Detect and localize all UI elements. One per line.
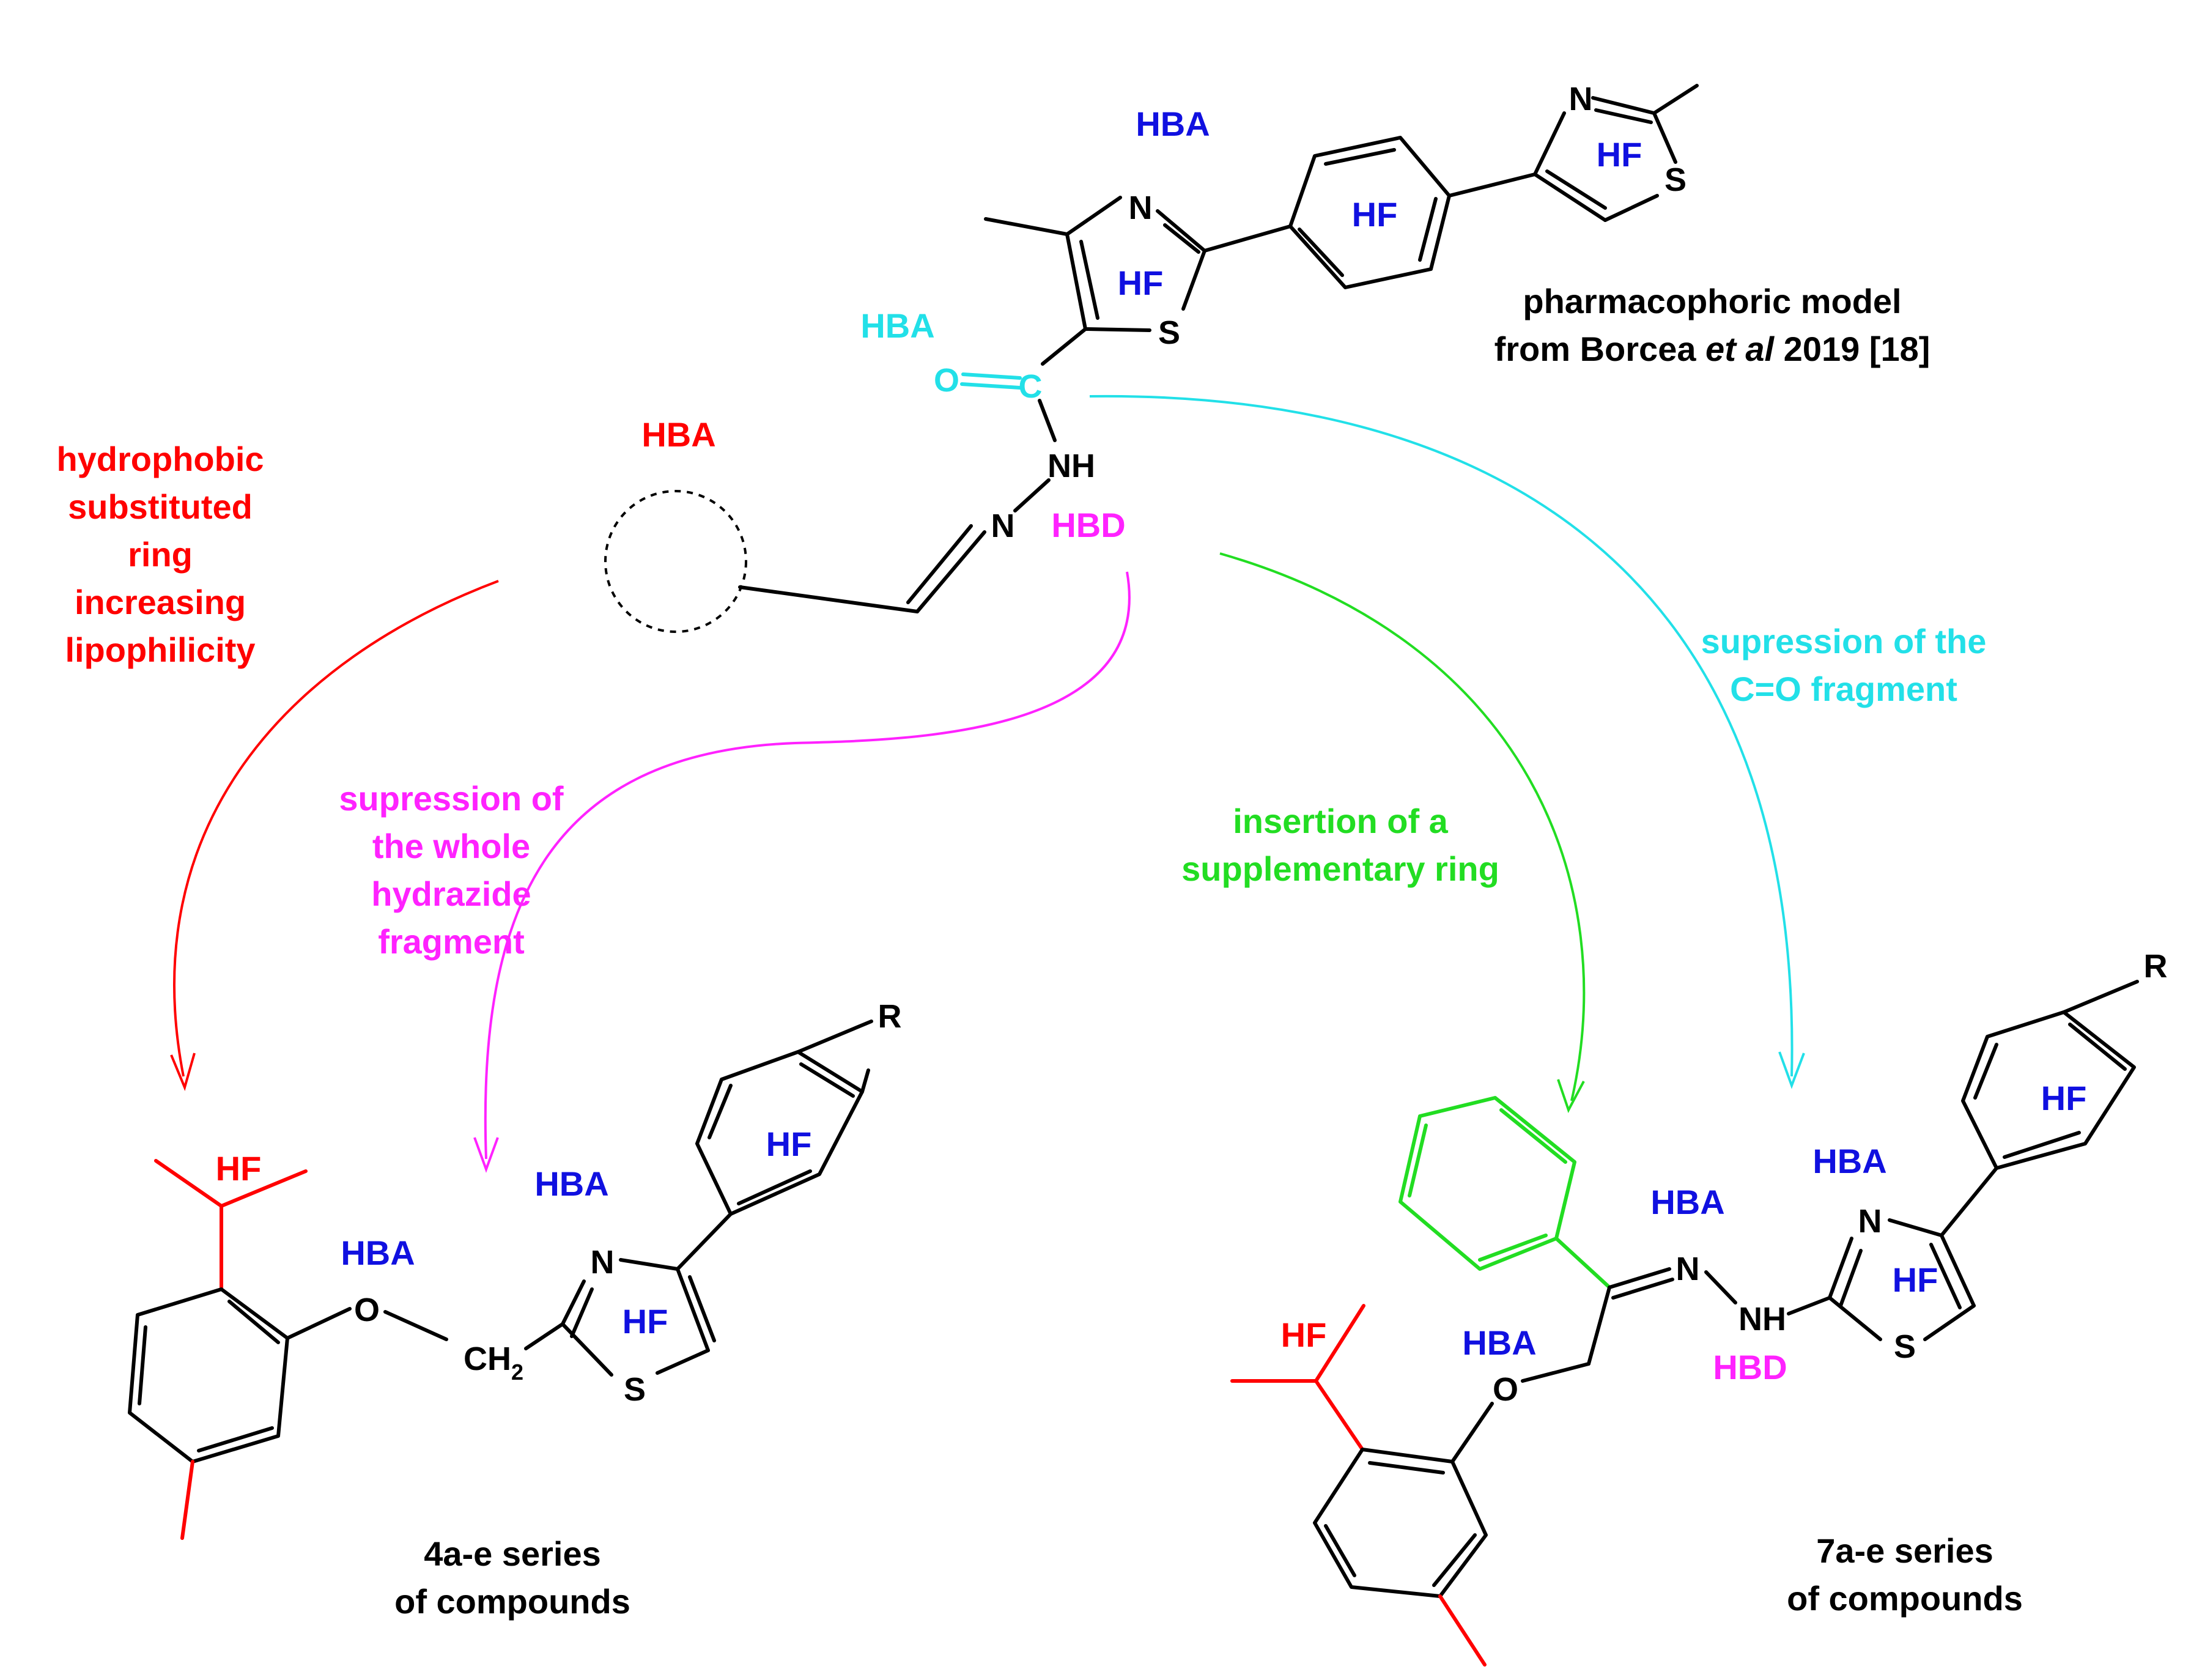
model-hba-ring-label: HBA <box>641 415 715 454</box>
series7-atom-n1: N <box>1676 1251 1700 1287</box>
series4-hba-thiazole-label: HBA <box>534 1164 608 1203</box>
magenta-annotation: supression of the whole hydrazide fragme… <box>339 571 1131 1173</box>
series4-structure: O CH2 N S R HF HF HF HBA HBA 4a-e series… <box>128 998 902 1621</box>
green-arrowhead <box>1557 1079 1585 1114</box>
series7-hf-thiazole-label: HF <box>1893 1260 1938 1299</box>
series4-caption-line1: 4a-e series <box>424 1534 601 1573</box>
model-atom-n2: N <box>1569 81 1593 117</box>
model-atom-nh: NH <box>1047 448 1095 484</box>
magenta-annotation-line-3: hydrazide <box>371 875 531 913</box>
cyan-annotation: supression of the C=O fragment <box>1089 394 1987 1089</box>
model-hf-phenyl-label: HF <box>1352 195 1398 234</box>
series7-structure: N NH N S O R HF HF HF HBA HBA HBA HBD 7a… <box>1230 948 2168 1667</box>
series7-hf-isopropyl-label: HF <box>1281 1316 1327 1354</box>
model-atom-s1: S <box>1158 314 1180 351</box>
cyan-annotation-line-2: C=O fragment <box>1730 670 1957 708</box>
series7-atom-s: S <box>1894 1328 1916 1365</box>
red-annotation-line-3: ring <box>128 535 193 574</box>
series4-hf-isopropyl-label: HF <box>216 1149 262 1188</box>
model-structure: N S N S O C NH N HBA HF HF HF HBA HBA HB… <box>604 81 1930 633</box>
green-annotation: insertion of a supplementary ring <box>1181 552 1586 1114</box>
green-annotation-line-1: insertion of a <box>1233 802 1448 840</box>
model-atom-o: O <box>934 362 959 399</box>
series7-caption-line2: of compounds <box>1787 1579 2023 1618</box>
cyan-arrowhead <box>1778 1051 1805 1089</box>
model-phenyl-bonds <box>1288 136 1537 289</box>
series7-hba-ether-label: HBA <box>1462 1323 1536 1362</box>
model-hydrazide-bonds <box>738 327 1087 613</box>
series7-hf-phenyl-label: HF <box>2041 1079 2087 1117</box>
series7-atom-o: O <box>1493 1371 1518 1408</box>
model-thiazole-1-bonds <box>984 196 1292 332</box>
series7-atom-r: R <box>2144 948 2168 985</box>
magenta-annotation-line-4: fragment <box>378 922 525 961</box>
red-arrowhead <box>170 1053 196 1092</box>
series7-atom-nh: NH <box>1738 1301 1786 1338</box>
magenta-annotation-line-2: the whole <box>372 827 530 865</box>
series7-hba-thiazole-label: HBA <box>1812 1142 1886 1180</box>
red-annotation-line-2: substituted <box>68 487 253 526</box>
model-caption-line2: from Borcea et al 2019 [18] <box>1494 330 1930 368</box>
model-thiazole-2-bonds <box>1533 84 1699 222</box>
magenta-arrowhead <box>473 1137 499 1173</box>
series7-hba-hydrazone-label: HBA <box>1650 1183 1724 1221</box>
cyan-arrow <box>1089 394 1794 1077</box>
red-annotation: hydrophobic substituted ring increasing … <box>56 440 499 1092</box>
series4-atom-s: S <box>624 1371 646 1408</box>
cyan-annotation-line-1: supression of the <box>1701 622 1987 661</box>
model-caption-line1: pharmacophoric model <box>1523 282 1901 320</box>
model-hf-thiazole1-label: HF <box>1118 264 1164 302</box>
model-atom-n1: N <box>1129 190 1153 226</box>
unknown-ring-placeholder <box>604 490 747 633</box>
series4-caption-line2: of compounds <box>394 1582 630 1621</box>
green-arrow <box>1219 552 1586 1101</box>
red-arrow <box>173 580 499 1077</box>
series7-hbd-label: HBD <box>1713 1348 1787 1386</box>
magenta-annotation-line-1: supression of <box>339 779 564 818</box>
series4-atom-ch2: CH2 <box>464 1341 523 1385</box>
red-annotation-line-1: hydrophobic <box>56 440 264 478</box>
model-hba-top-label: HBA <box>1136 105 1210 143</box>
green-annotation-line-2: supplementary ring <box>1181 849 1499 888</box>
red-annotation-line-4: increasing <box>75 583 246 621</box>
model-hf-thiazole2-label: HF <box>1597 135 1642 174</box>
series4-atom-r: R <box>878 998 902 1035</box>
series4-atom-n: N <box>591 1244 615 1281</box>
magenta-arrow <box>484 571 1131 1160</box>
series4-hba-ether-label: HBA <box>341 1234 415 1272</box>
series7-atom-n2: N <box>1858 1203 1882 1240</box>
series4-hf-phenyl-label: HF <box>766 1125 812 1163</box>
model-hbd-label: HBD <box>1051 506 1125 544</box>
series4-atom-o: O <box>354 1292 380 1328</box>
model-atom-s2: S <box>1664 161 1687 198</box>
series4-hf-thiazole-label: HF <box>623 1302 668 1341</box>
model-hba-carbonyl-label: HBA <box>860 306 934 345</box>
red-annotation-line-5: lipophilicity <box>65 631 255 669</box>
series7-caption-line1: 7a-e series <box>1816 1531 1993 1570</box>
model-atom-n3: N <box>991 508 1015 544</box>
model-atom-c: C <box>1019 368 1043 405</box>
